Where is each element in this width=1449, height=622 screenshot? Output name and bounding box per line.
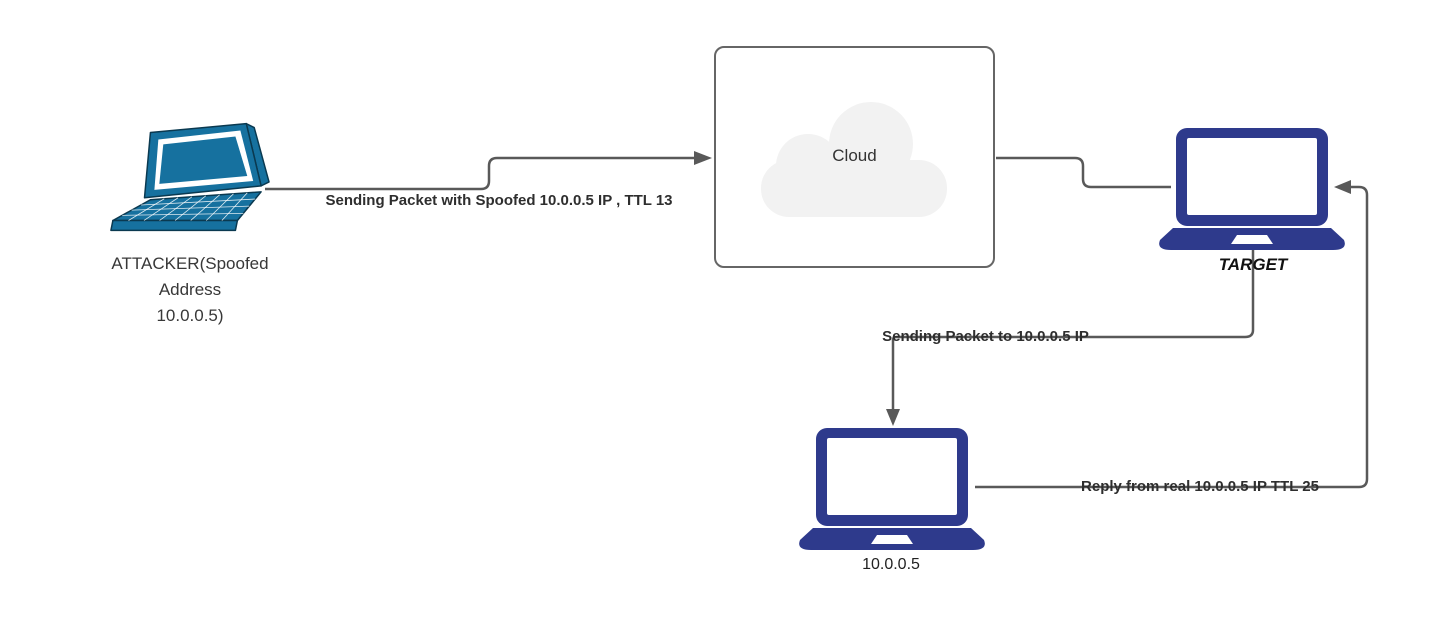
arrowhead-into-realhost-icon [886,409,900,426]
realhost-laptop-icon [796,428,988,550]
edge-label-reply-from-real: Reply from real 10.0.0.5 IP TTL 25 [1081,478,1319,495]
attacker-label: ATTACKER(Spoofed Address 10.0.0.5) [111,254,269,325]
cloud-label: Cloud [832,146,877,165]
arrowhead-into-cloud-icon [694,151,712,165]
edge-label-sending-to-real: Sending Packet to 10.0.0.5 IP [882,328,1089,345]
target-label: TARGET [1218,255,1288,274]
realhost-label: 10.0.0.5 [862,556,920,573]
keyboard-grid [122,192,256,221]
edge-realhost-to-target [975,185,1369,489]
edge-cloud-to-target [996,156,1171,189]
arrowhead-into-target-icon [1334,180,1351,194]
attacker-laptop-3d-icon [110,122,270,232]
edge-attacker-to-cloud [265,156,694,191]
cloud-icon [761,102,947,217]
edge-target-to-realhost [891,250,1255,409]
target-laptop-icon [1156,128,1348,250]
cloud-container: Cloud [714,46,995,268]
edge-label-spoofed-packet: Sending Packet with Spoofed 10.0.0.5 IP … [325,192,673,209]
